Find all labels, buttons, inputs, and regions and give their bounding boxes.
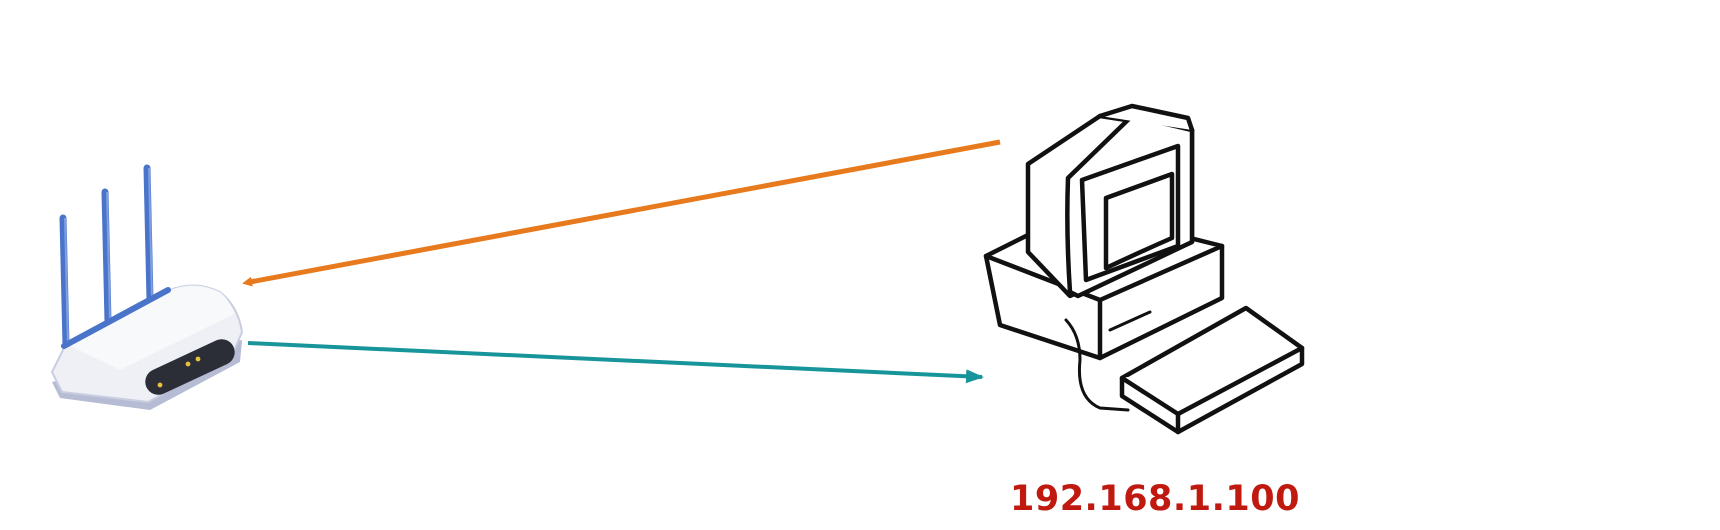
antenna-left: [59, 214, 70, 349]
keyboard-cable: [1064, 318, 1130, 412]
computer-keyboard: [1119, 305, 1305, 435]
router-led: [195, 356, 201, 362]
arrow-router-to-computer: [247, 341, 984, 384]
router-led: [185, 361, 191, 367]
antenna-right: [143, 164, 154, 304]
router-led: [157, 382, 163, 388]
wifi-router-icon: [50, 164, 244, 410]
ip-address-label: 192.168.1.100: [1010, 479, 1300, 519]
arrow-computer-to-router: [242, 139, 1001, 287]
router-front-panel: [145, 339, 235, 395]
computer-monitor: [1025, 103, 1195, 299]
antenna-middle: [101, 188, 112, 326]
computer-screen: [1103, 171, 1175, 271]
desktop-computer-icon: [983, 103, 1305, 435]
